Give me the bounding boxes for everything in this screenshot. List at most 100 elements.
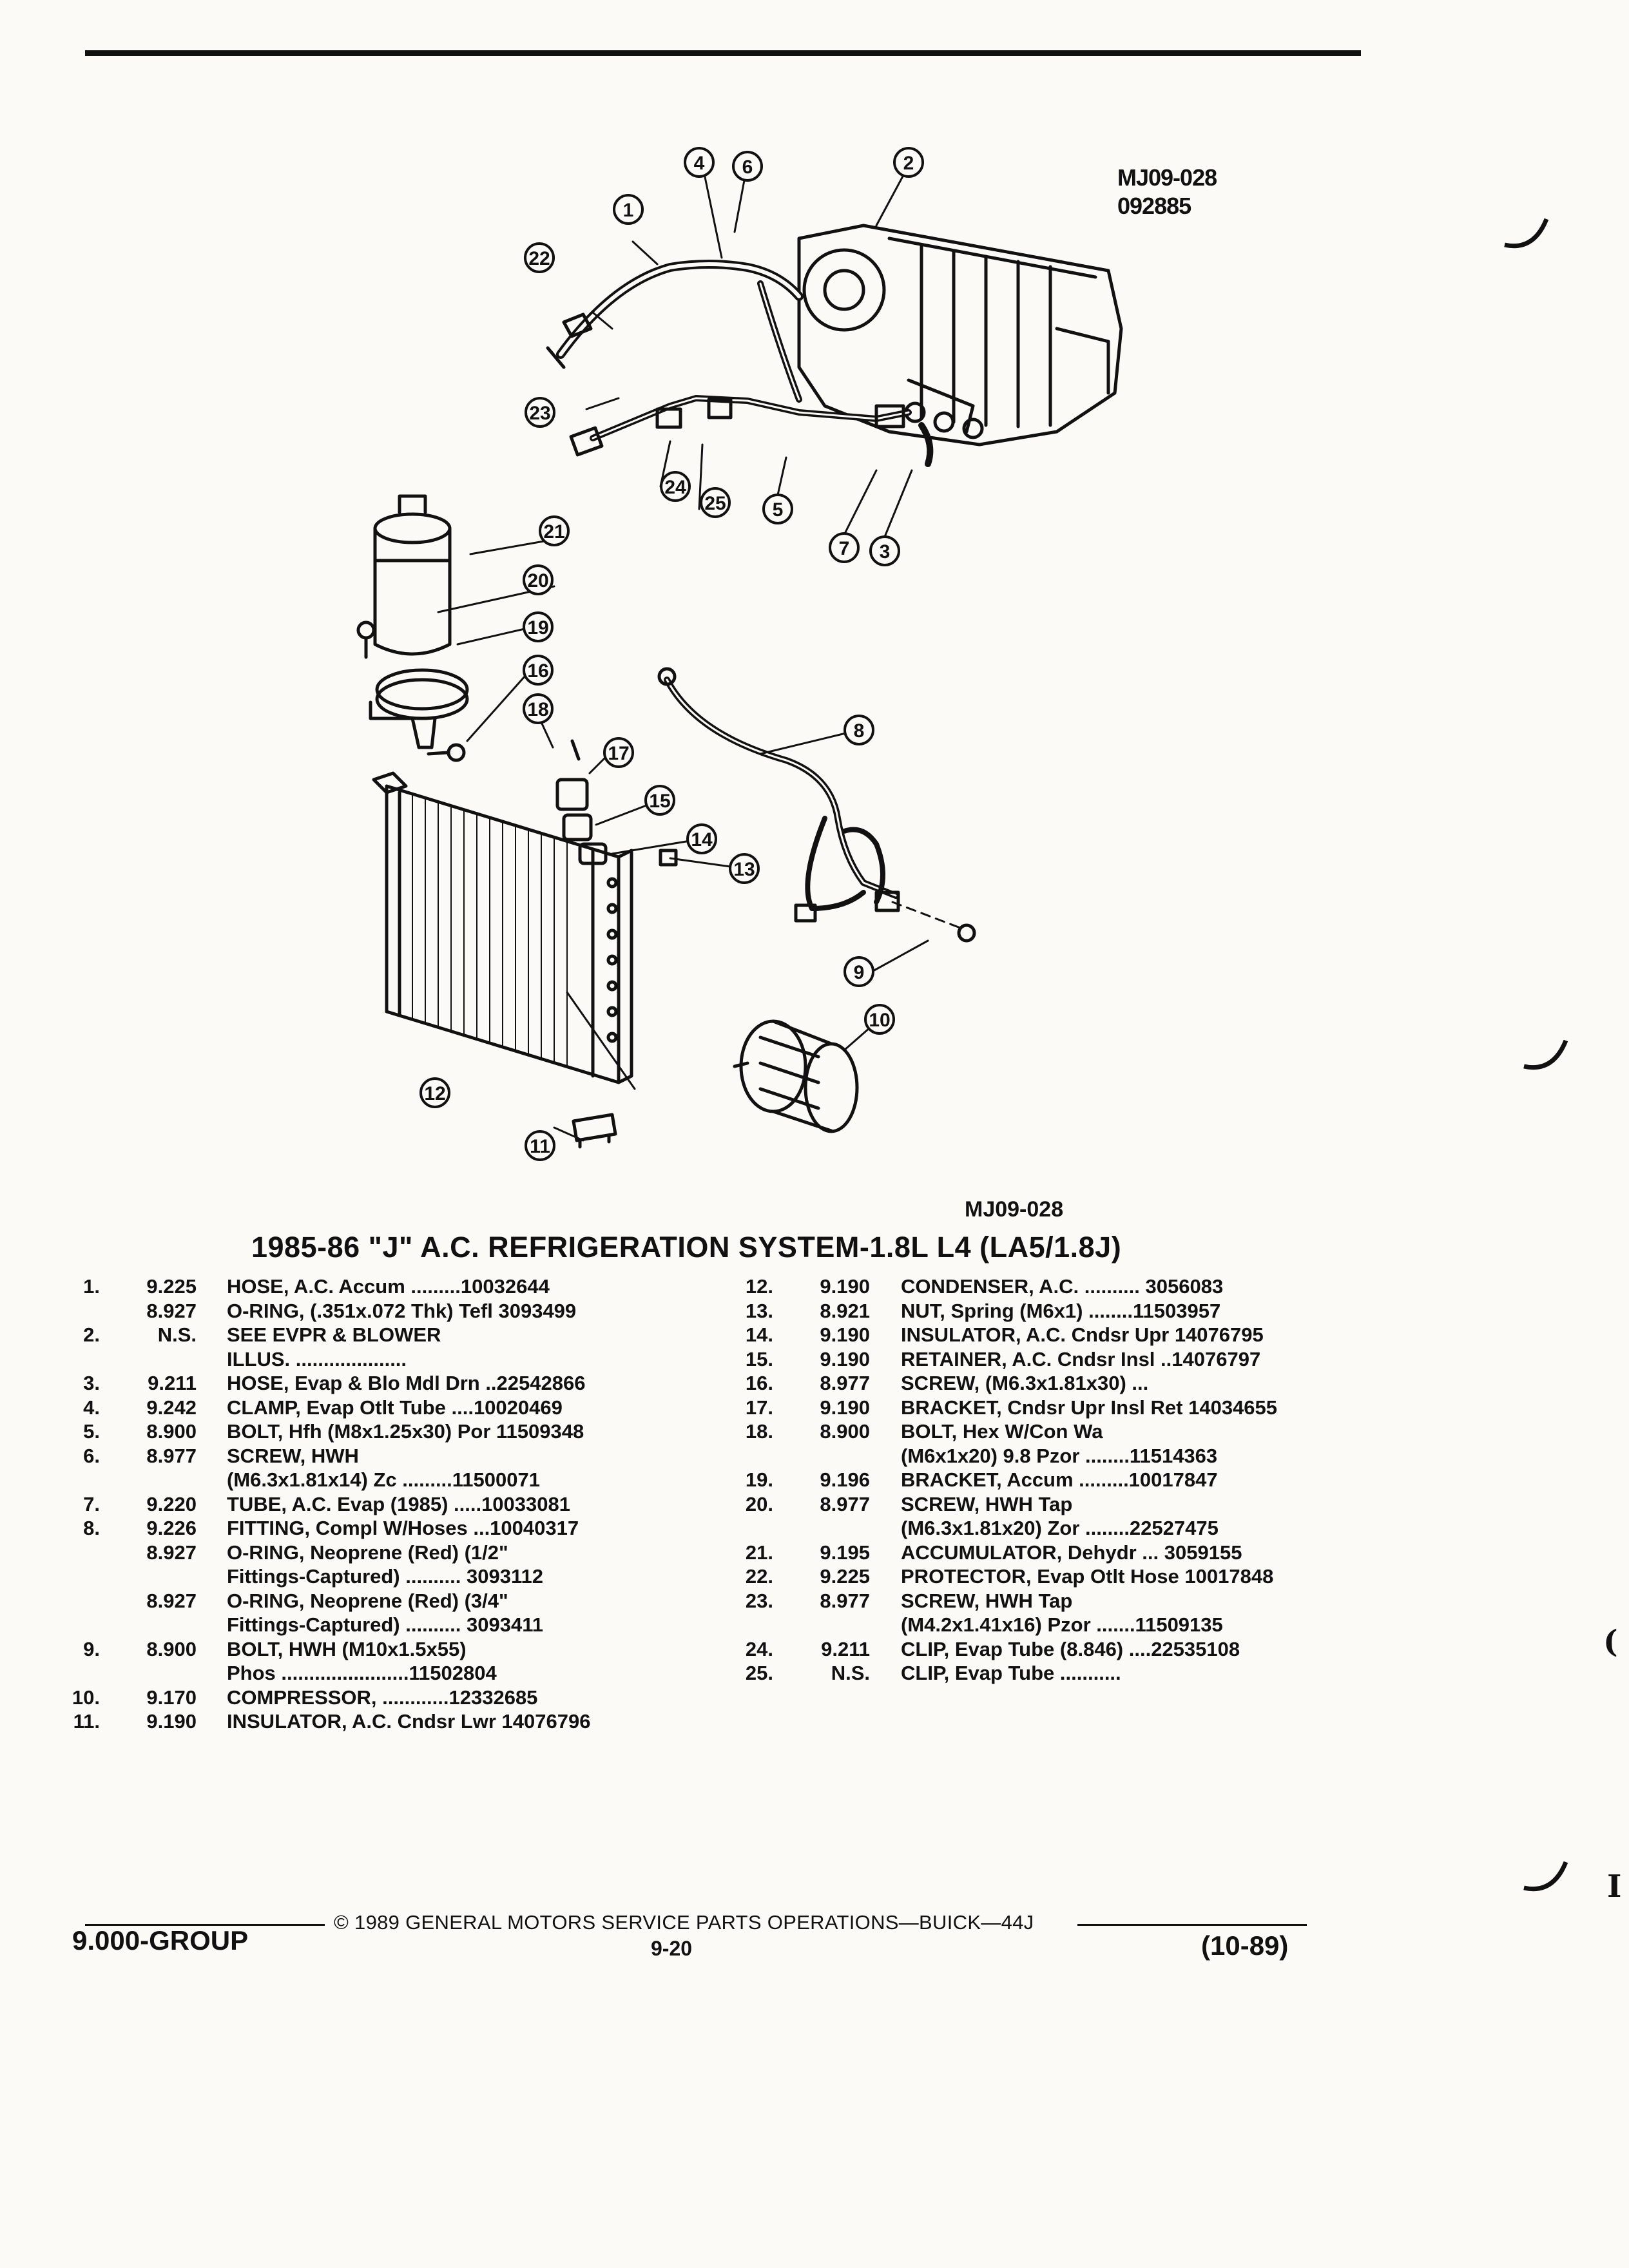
footer-date: (10-89): [1201, 1930, 1289, 1961]
parts-row: (M6.3x1.81x20) Zor ........22527475: [702, 1516, 1353, 1541]
group-number: 9.220: [146, 1492, 197, 1515]
part-description: INSULATOR, A.C. Cndsr Lwr 14076796: [227, 1710, 591, 1733]
part-description: SEE EVPR & BLOWER: [227, 1323, 441, 1346]
svg-text:25: 25: [704, 493, 726, 514]
part-description: RETAINER, A.C. Cndsr Insl ..14076797: [901, 1347, 1261, 1370]
svg-text:15: 15: [649, 791, 670, 812]
exploded-parts-diagram: 1 2 3 4 5 6 7 8 9 10 11 12 13 14 15 16 1…: [356, 147, 1123, 1161]
part-description: COMPRESSOR, ............12332685: [227, 1686, 538, 1709]
callout-1: 1: [613, 194, 644, 225]
part-description: SCREW, HWH: [227, 1444, 359, 1467]
svg-text:5: 5: [773, 499, 784, 521]
accumulator-bracket: [356, 620, 469, 762]
part-description: (M4.2x1.41x16) Pzor .......11509135: [901, 1613, 1223, 1636]
group-number: 9.190: [820, 1323, 870, 1346]
callout-16: 16: [523, 655, 554, 686]
group-number: 8.977: [146, 1444, 197, 1467]
group-number: 9.226: [146, 1517, 197, 1539]
parts-row: 2.N.S.SEE EVPR & BLOWER: [26, 1323, 677, 1347]
figure-code-date: 092885: [1117, 193, 1191, 219]
parts-row: (M4.2x1.41x16) Pzor .......11509135: [702, 1613, 1353, 1637]
margin-curl-mark: [1523, 1861, 1568, 1892]
part-description: BRACKET, Accum .........10017847: [901, 1468, 1218, 1491]
part-description: NUT, Spring (M6x1) ........11503957: [901, 1299, 1221, 1322]
callout-14: 14: [686, 823, 717, 854]
part-number: 21.: [745, 1541, 773, 1564]
parts-row: Fittings-Captured) .......... 3093411: [26, 1613, 677, 1637]
svg-text:16: 16: [527, 660, 548, 682]
group-number: 8.927: [146, 1541, 197, 1564]
svg-text:10: 10: [869, 1010, 890, 1031]
part-number: 10.: [72, 1686, 100, 1709]
svg-text:2: 2: [903, 153, 914, 174]
condenser-upper-insulator: [555, 739, 678, 867]
group-number: 8.900: [146, 1637, 197, 1660]
svg-text:4: 4: [694, 153, 705, 174]
callout-5: 5: [762, 494, 793, 524]
part-number: 15.: [745, 1347, 773, 1370]
margin-curl-mark: [1523, 1039, 1568, 1070]
part-description: BRACKET, Cndsr Upr Insl Ret 14034655: [901, 1396, 1278, 1419]
callout-25: 25: [700, 487, 731, 518]
svg-text:9: 9: [854, 962, 865, 983]
part-description: (M6x1x20) 9.8 Pzor ........11514363: [901, 1444, 1218, 1467]
callout-24: 24: [660, 471, 691, 502]
footer-group: 9.000-GROUP: [72, 1925, 249, 1956]
part-description: FITTING, Compl W/Hoses ...10040317: [227, 1517, 579, 1539]
part-number: 14.: [745, 1323, 773, 1346]
part-number: 11.: [73, 1710, 100, 1733]
condenser: [372, 771, 633, 1084]
callout-7: 7: [829, 532, 860, 563]
svg-text:14: 14: [691, 829, 713, 850]
part-description: Fittings-Captured) .......... 3093411: [227, 1613, 543, 1636]
part-description: HOSE, Evap & Blo Mdl Drn ..22542866: [227, 1372, 586, 1394]
callout-19: 19: [523, 611, 554, 642]
group-number: N.S.: [831, 1662, 870, 1684]
group-number: 9.195: [820, 1541, 870, 1564]
group-number: 8.927: [146, 1589, 197, 1612]
group-number: 9.190: [820, 1275, 870, 1298]
callout-9: 9: [843, 956, 874, 987]
group-number: 8.977: [820, 1589, 870, 1612]
svg-text:13: 13: [733, 859, 755, 880]
svg-text:19: 19: [527, 617, 548, 639]
parts-row: Phos .......................11502804: [26, 1661, 677, 1686]
group-number: 9.211: [148, 1372, 197, 1394]
callout-8: 8: [843, 715, 874, 745]
part-description: CONDENSER, A.C. .......... 3056083: [901, 1275, 1224, 1298]
footer-copyright: © 1989 GENERAL MOTORS SERVICE PARTS OPER…: [334, 1911, 1034, 1934]
parts-row: 25.N.S.CLIP, Evap Tube ...........: [702, 1661, 1353, 1686]
part-number: 9.: [83, 1637, 100, 1660]
part-number: 6.: [83, 1444, 100, 1467]
footer-rule-right: [1077, 1924, 1307, 1926]
svg-text:21: 21: [543, 521, 564, 543]
group-number: 8.900: [820, 1420, 870, 1443]
parts-row: Fittings-Captured) .......... 3093112: [26, 1564, 677, 1589]
svg-text:12: 12: [424, 1083, 445, 1104]
margin-character: I: [1607, 1869, 1622, 1905]
group-number: 9.242: [146, 1396, 197, 1419]
part-number: 22.: [745, 1565, 773, 1588]
part-description: Fittings-Captured) .......... 3093112: [227, 1565, 543, 1588]
callout-17: 17: [603, 737, 634, 768]
part-description: BOLT, Hfh (M8x1.25x30) Por 11509348: [227, 1420, 584, 1443]
part-description: O-RING, Neoprene (Red) (1/2": [227, 1541, 508, 1564]
part-description: O-RING, (.351x.072 Thk) Tefl 3093499: [227, 1299, 577, 1322]
parts-row: 8.927 O-RING, Neoprene (Red) (1/2": [26, 1541, 677, 1565]
part-number: 20.: [745, 1492, 773, 1515]
evaporator-tube: [569, 280, 934, 467]
part-number: 17.: [745, 1396, 773, 1419]
group-number: 8.977: [820, 1492, 870, 1515]
callout-12: 12: [419, 1077, 450, 1108]
svg-text:22: 22: [528, 248, 550, 269]
